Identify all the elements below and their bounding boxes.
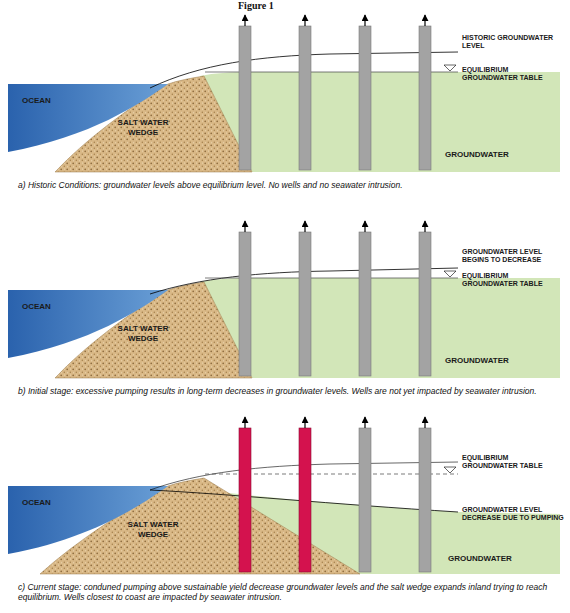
well xyxy=(239,26,251,170)
pump-arrow xyxy=(364,221,365,232)
impacted-well xyxy=(299,428,311,572)
panel-c xyxy=(8,417,560,574)
level-callout: EQUILIBRIUM GROUNDWATER TABLE xyxy=(462,454,566,471)
level-callout: GROUNDWATER LEVEL BEGINS TO DECREASE xyxy=(462,248,566,265)
region-label: OCEAN xyxy=(22,498,72,508)
pump-arrow xyxy=(424,417,425,428)
pump-arrow xyxy=(364,15,365,26)
pump-arrow xyxy=(304,417,305,428)
wells xyxy=(239,417,431,572)
region-label: GROUNDWATER xyxy=(448,554,528,564)
region-label: SALT WATER WEDGE xyxy=(116,324,170,343)
well xyxy=(299,26,311,170)
panel-b xyxy=(8,221,560,378)
well xyxy=(359,232,371,376)
pump-arrow xyxy=(304,221,305,232)
pump-arrow xyxy=(244,221,245,232)
panel-caption: b) Initial stage: excessive pumping resu… xyxy=(18,386,558,396)
panel-caption: c) Current stage: conduned pumping above… xyxy=(18,582,558,602)
pump-arrow xyxy=(304,15,305,26)
region-label: SALT WATER WEDGE xyxy=(126,520,180,539)
level-callout: GROUNDWATER LEVEL DECREASE DUE TO PUMPIN… xyxy=(462,506,566,523)
water-table-symbol xyxy=(444,271,456,277)
well xyxy=(239,232,251,376)
well xyxy=(419,428,431,572)
wells xyxy=(239,221,431,376)
panel-caption: a) Historic Conditions: groundwater leve… xyxy=(18,180,558,190)
pump-arrow xyxy=(364,417,365,428)
level-callout: HISTORIC GROUNDWATER LEVEL xyxy=(462,34,566,51)
water-table-symbol xyxy=(444,65,456,71)
pump-arrow xyxy=(244,15,245,26)
region-label: OCEAN xyxy=(22,302,72,312)
figure-title: Figure 1 xyxy=(238,0,274,12)
impacted-well xyxy=(239,428,251,572)
wells xyxy=(239,15,431,170)
water-table-symbol xyxy=(444,467,456,473)
pump-arrow xyxy=(244,417,245,428)
region-label: OCEAN xyxy=(22,96,72,106)
level-callout: EQUILIBRIUM GROUNDWATER TABLE xyxy=(462,66,566,83)
pump-arrow xyxy=(424,15,425,26)
well xyxy=(419,232,431,376)
well xyxy=(359,26,371,170)
region-label: GROUNDWATER xyxy=(445,150,525,160)
level-callout: EQUILIBRIUM GROUNDWATER TABLE xyxy=(462,272,566,289)
well xyxy=(299,232,311,376)
well xyxy=(359,428,371,572)
pump-arrow xyxy=(424,221,425,232)
groundwater-zone xyxy=(200,278,560,378)
region-label: GROUNDWATER xyxy=(445,356,525,366)
groundwater-zone xyxy=(200,72,560,172)
region-label: SALT WATER WEDGE xyxy=(116,118,170,137)
well xyxy=(419,26,431,170)
